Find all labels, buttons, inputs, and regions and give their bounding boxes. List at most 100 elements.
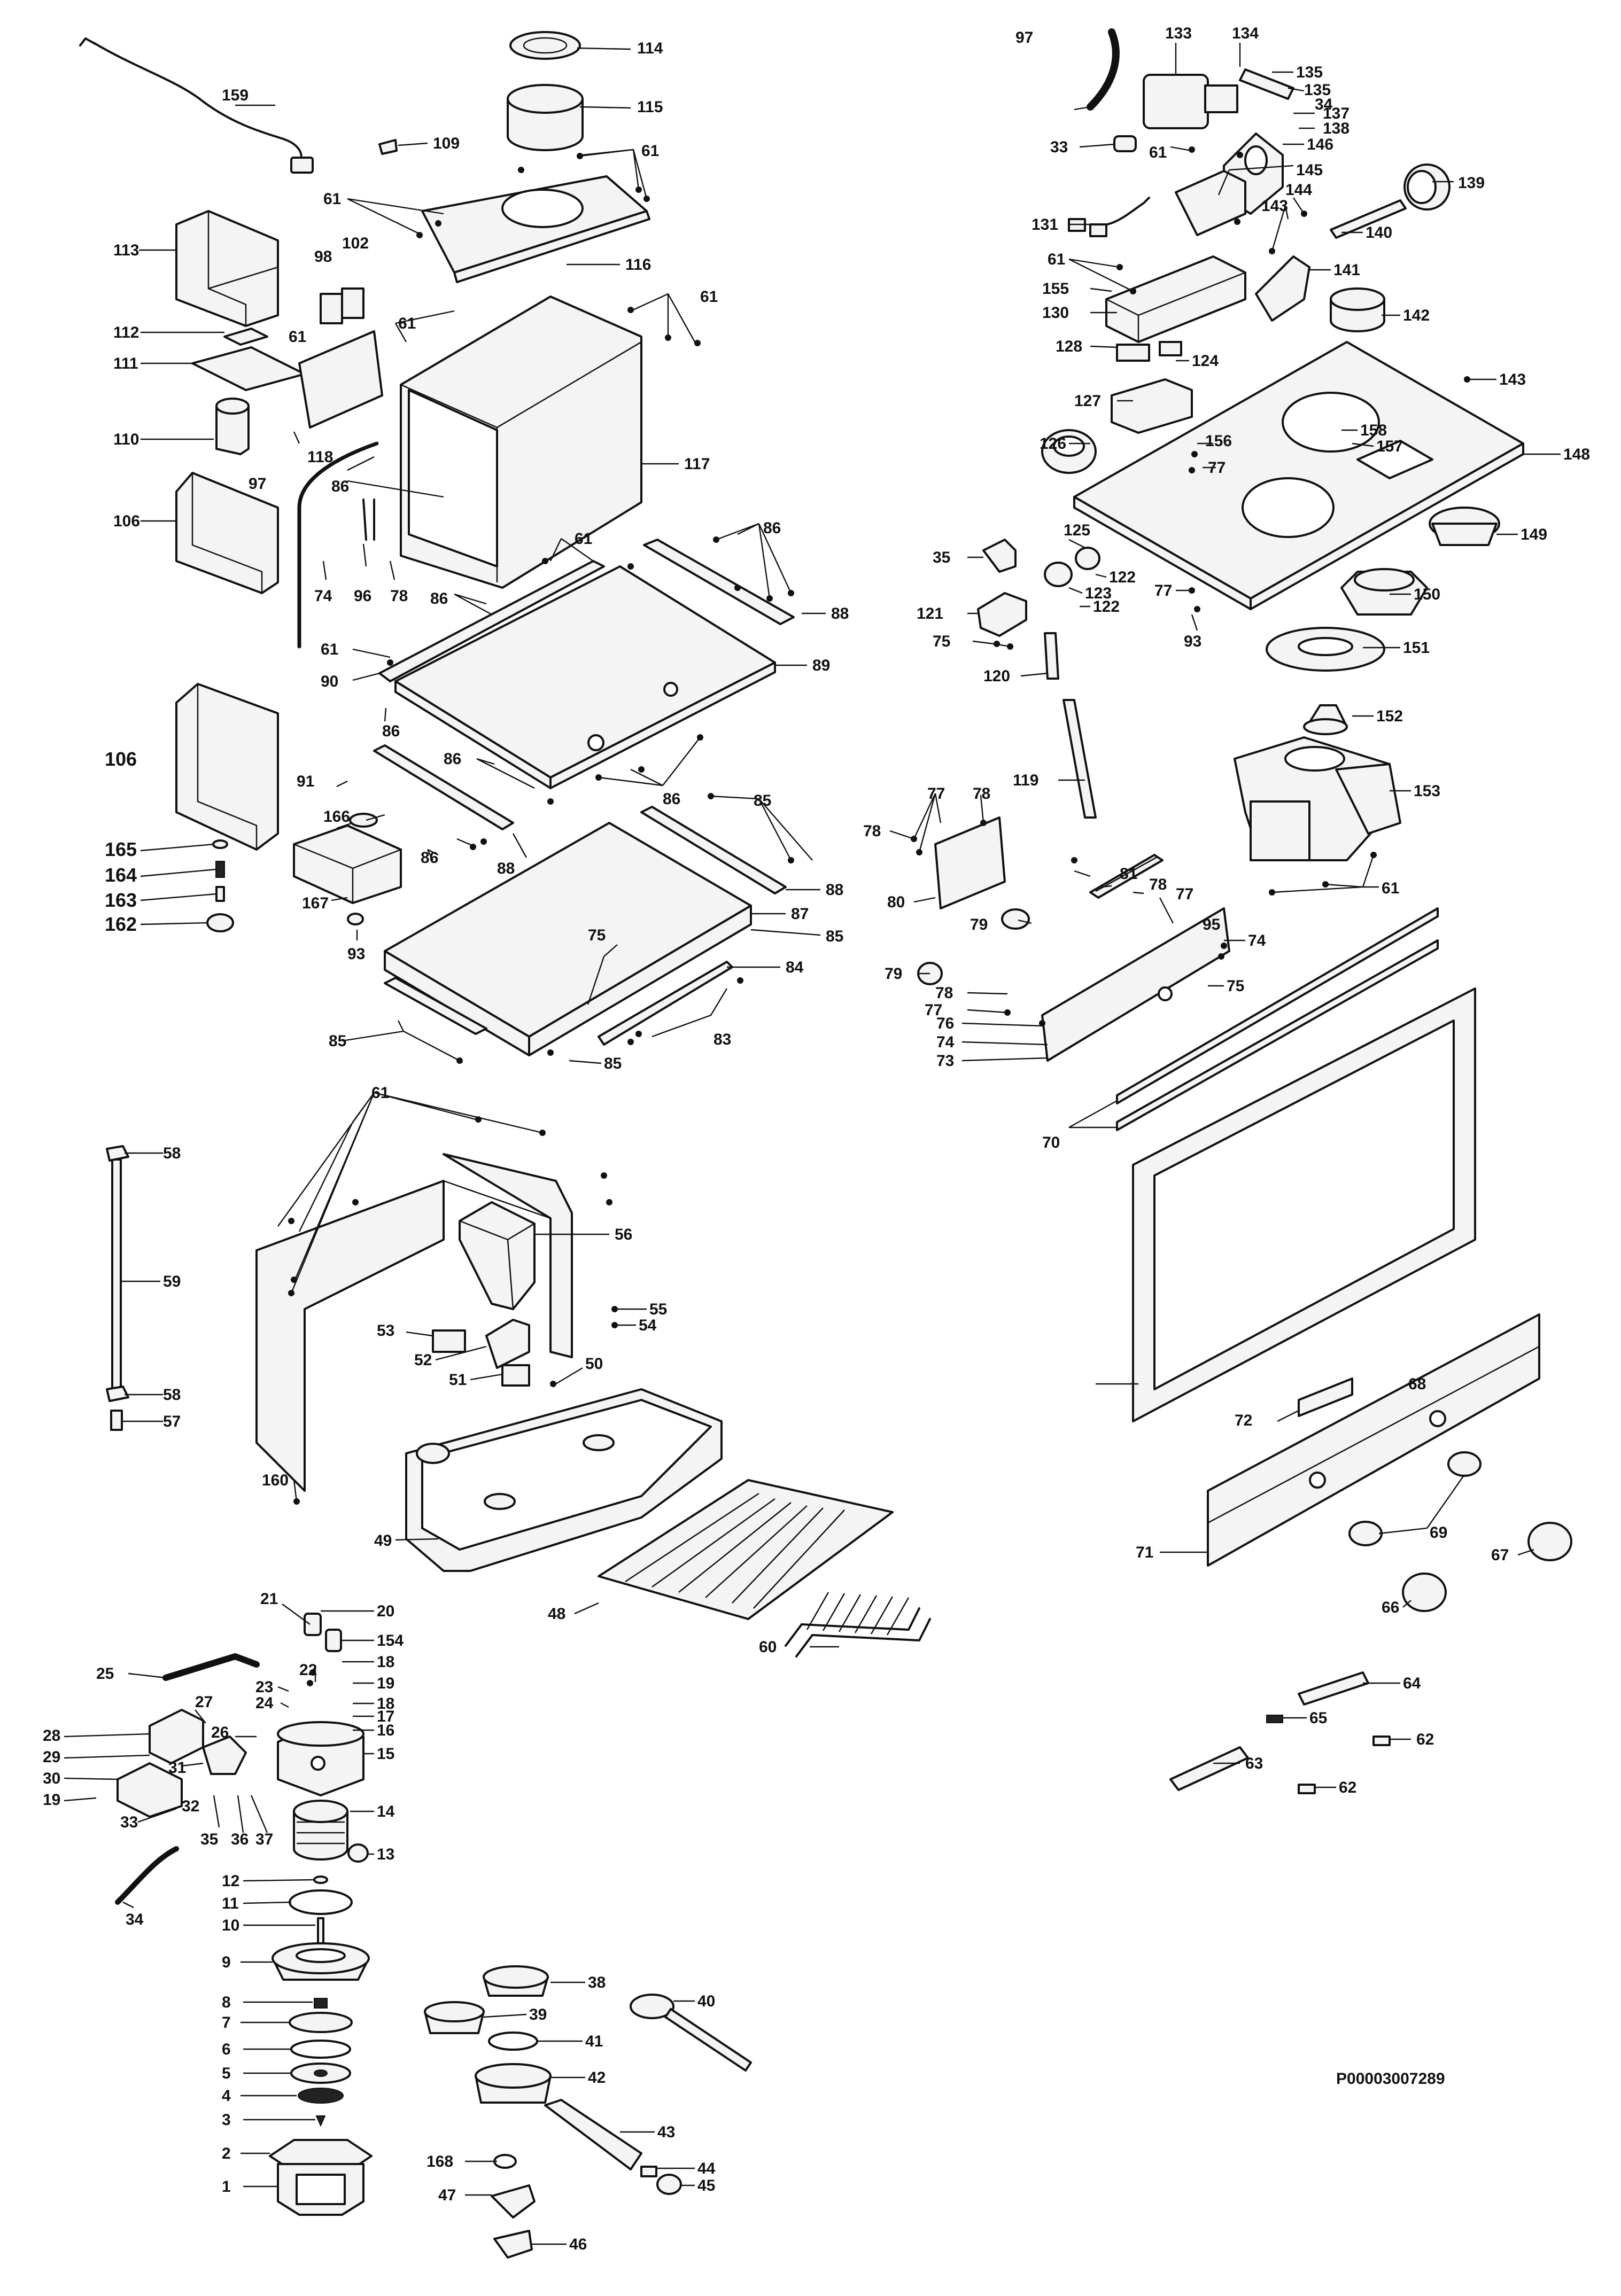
callout-71: 71 xyxy=(1136,1544,1153,1561)
callout-145: 145 xyxy=(1296,161,1323,179)
callout-122-b: 122 xyxy=(1093,598,1120,616)
base-plate-89 xyxy=(394,565,776,789)
fitting-154 xyxy=(325,1629,342,1652)
callout-40: 40 xyxy=(697,1993,715,2010)
wire-96 xyxy=(362,499,375,541)
callout-126: 126 xyxy=(1040,435,1066,453)
callout-17: 17 xyxy=(377,1708,394,1725)
callout-106-top: 106 xyxy=(113,512,140,530)
callout-61-transformer: 61 xyxy=(1048,251,1065,268)
callout-149: 149 xyxy=(1521,526,1547,543)
callout-21: 21 xyxy=(260,1590,278,1608)
callout-109: 109 xyxy=(433,135,460,152)
hose-97-right xyxy=(1087,28,1120,111)
callout-4: 4 xyxy=(222,2087,231,2105)
callout-141: 141 xyxy=(1333,261,1360,279)
grinder-plate-148 xyxy=(1073,341,1524,610)
steam-tube-59 xyxy=(106,1145,129,1402)
callout-66: 66 xyxy=(1382,1599,1399,1616)
callout-140: 140 xyxy=(1366,224,1392,242)
plate-111 xyxy=(191,346,306,391)
callout-61-chassis: 61 xyxy=(371,1084,389,1102)
boiler-15 xyxy=(277,1721,364,1796)
grounds-box-106-top xyxy=(175,472,279,594)
heater-14 xyxy=(293,1800,348,1861)
o-ring-11 xyxy=(289,1889,353,1915)
callout-91: 91 xyxy=(297,773,314,790)
callout-150: 150 xyxy=(1414,586,1440,603)
callout-83: 83 xyxy=(713,1031,731,1048)
callout-60: 60 xyxy=(759,1638,777,1656)
callout-61-top: 61 xyxy=(641,142,659,160)
callout-74-board: 74 xyxy=(936,1033,955,1051)
nut-79-a xyxy=(1001,908,1030,930)
callout-23: 23 xyxy=(255,1678,273,1696)
pump-133 xyxy=(1143,74,1238,129)
callout-86-right: 86 xyxy=(663,790,680,808)
callout-42: 42 xyxy=(588,2069,606,2087)
callout-47: 47 xyxy=(438,2186,456,2204)
callout-137: 137 xyxy=(1323,105,1349,122)
rail-88-upper xyxy=(643,539,795,625)
front-door-68 xyxy=(1132,987,1476,1422)
gear-ring-151 xyxy=(1266,627,1385,672)
callout-58-bottom: 58 xyxy=(163,1386,181,1404)
callout-28: 28 xyxy=(43,1727,60,1745)
spring-8 xyxy=(314,1998,328,2009)
cover-167 xyxy=(293,824,402,904)
callout-152: 152 xyxy=(1376,707,1403,725)
callout-16: 16 xyxy=(377,1722,394,1739)
callout-95: 95 xyxy=(1203,916,1220,933)
chassis-160 xyxy=(255,1153,573,1492)
callout-73: 73 xyxy=(936,1052,954,1070)
callout-84: 84 xyxy=(786,959,804,976)
callout-114: 114 xyxy=(637,40,663,57)
fitting-125 xyxy=(1075,547,1100,570)
callout-61-frame: 61 xyxy=(700,288,718,306)
callout-115: 115 xyxy=(637,98,663,116)
callout-155: 155 xyxy=(1042,280,1069,298)
fitting-33 xyxy=(1113,135,1137,152)
callout-3: 3 xyxy=(222,2111,231,2129)
knob-67 xyxy=(1527,1522,1572,1561)
callout-85-right: 85 xyxy=(754,792,771,810)
callout-44: 44 xyxy=(697,2160,716,2177)
callout-142: 142 xyxy=(1403,307,1430,324)
callout-166: 166 xyxy=(323,808,350,826)
callout-97-left: 97 xyxy=(249,475,266,493)
callout-77-board-b: 77 xyxy=(1176,885,1193,903)
nut-13 xyxy=(347,1843,369,1863)
callout-131: 131 xyxy=(1031,216,1058,234)
callout-8: 8 xyxy=(222,1994,231,2011)
callout-117: 117 xyxy=(684,455,710,473)
callout-90: 90 xyxy=(321,673,338,690)
callout-29: 29 xyxy=(43,1748,60,1766)
callout-78-board-a: 78 xyxy=(973,785,990,803)
cup-rack-60 xyxy=(785,1592,931,1657)
relay-98 xyxy=(320,293,343,324)
board-80 xyxy=(934,816,1006,909)
callout-70: 70 xyxy=(1042,1134,1060,1151)
grounds-container-106 xyxy=(175,683,279,851)
callout-25: 25 xyxy=(96,1665,114,1683)
callout-146: 146 xyxy=(1307,136,1333,153)
callout-139: 139 xyxy=(1458,174,1485,192)
callout-156: 156 xyxy=(1205,432,1232,450)
o-ring-6 xyxy=(290,2040,351,2059)
callout-61-plate: 61 xyxy=(575,530,592,548)
callout-80: 80 xyxy=(887,893,905,911)
callout-87: 87 xyxy=(791,905,809,923)
brew-head-9 xyxy=(272,1942,370,1981)
callout-102: 102 xyxy=(342,235,369,252)
callout-63: 63 xyxy=(1245,1755,1263,1772)
pin-62-a xyxy=(1372,1735,1391,1746)
water-filter-cap-114 xyxy=(509,31,581,60)
callout-85-drawer: 85 xyxy=(826,928,843,945)
callout-153: 153 xyxy=(1414,782,1440,800)
callout-163: 163 xyxy=(105,889,137,911)
foot-162 xyxy=(206,913,234,932)
callout-154: 154 xyxy=(377,1632,404,1649)
callout-127: 127 xyxy=(1074,392,1101,410)
callout-157: 157 xyxy=(1376,438,1403,455)
